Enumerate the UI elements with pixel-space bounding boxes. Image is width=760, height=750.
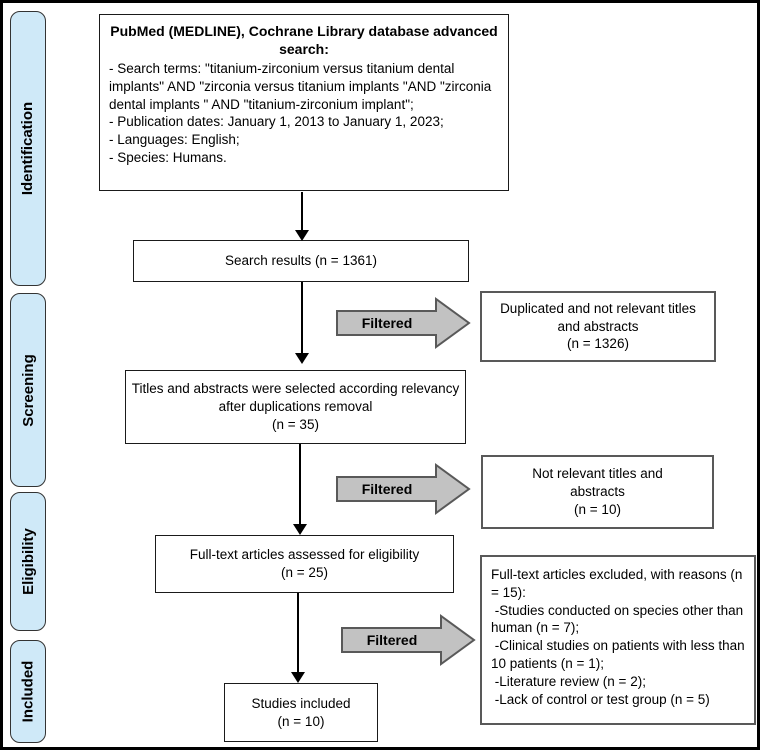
titles-abstracts-count: (n = 35) bbox=[272, 416, 319, 432]
not-relevant-excluded-box: Not relevant titles and abstracts (n = 1… bbox=[481, 455, 714, 529]
arrow-head-icon bbox=[291, 672, 305, 683]
studies-included-box: Studies included (n = 10) bbox=[224, 683, 378, 742]
arrow-head-icon bbox=[295, 230, 309, 241]
database-search-title: PubMed (MEDLINE), Cochrane Library datab… bbox=[110, 23, 498, 58]
excluded-reasons-header: Full-text articles excluded, with reason… bbox=[491, 567, 747, 600]
duplicated-excluded-count: (n = 1326) bbox=[567, 336, 629, 352]
stage-identification-label: Identification bbox=[19, 101, 37, 196]
arrow-line bbox=[298, 444, 302, 525]
stage-included-label: Included bbox=[19, 660, 37, 723]
search-terms-line: - Search terms: "titanium-zirconium vers… bbox=[109, 60, 492, 112]
studies-included-count: (n = 10) bbox=[277, 713, 325, 729]
excluded-reason-control: -Lack of control or test group (n = 5) bbox=[491, 691, 710, 707]
excluded-reason-patients: -Clinical studies on patients with less … bbox=[491, 638, 749, 672]
titles-abstracts-box: Titles and abstracts were selected accor… bbox=[125, 370, 466, 444]
duplicated-excluded-text: Duplicated and not relevant titles and a… bbox=[500, 300, 696, 334]
studies-included-text: Studies included bbox=[251, 695, 351, 711]
stage-eligibility-label: Eligibility bbox=[19, 528, 37, 595]
stage-identification: Identification bbox=[10, 11, 46, 286]
languages-line: - Languages: English; bbox=[109, 132, 240, 148]
arrow-right-icon bbox=[336, 297, 471, 349]
stage-screening-label: Screening bbox=[19, 353, 37, 427]
database-search-box: PubMed (MEDLINE), Cochrane Library datab… bbox=[99, 14, 509, 191]
filtered-arrow-1: Filtered bbox=[336, 297, 471, 349]
filtered-arrow-3: Filtered bbox=[341, 614, 476, 666]
species-line: - Species: Humans. bbox=[109, 150, 227, 165]
filtered-arrow-2: Filtered bbox=[336, 463, 471, 515]
arrow-head-icon bbox=[295, 353, 309, 364]
excluded-reason-review: -Literature review (n = 2); bbox=[491, 673, 646, 689]
fulltext-assessed-text: Full-text articles assessed for eligibil… bbox=[189, 547, 420, 563]
filtered-label: Filtered bbox=[366, 632, 418, 648]
filtered-label: Filtered bbox=[361, 315, 413, 331]
not-relevant-text: Not relevant titles and abstracts bbox=[532, 466, 663, 500]
fulltext-excluded-box: Full-text articles excluded, with reason… bbox=[480, 555, 756, 725]
duplicated-excluded-box: Duplicated and not relevant titles and a… bbox=[480, 291, 716, 362]
arrow-right-icon bbox=[341, 614, 476, 666]
titles-abstracts-text: Titles and abstracts were selected accor… bbox=[131, 381, 460, 415]
stage-screening: Screening bbox=[10, 293, 46, 487]
arrow-line bbox=[300, 192, 304, 231]
arrow-line bbox=[296, 593, 300, 673]
excluded-reason-species: -Studies conducted on species other than… bbox=[491, 602, 747, 636]
fulltext-assessed-count: (n = 25) bbox=[281, 565, 328, 580]
publication-dates-line: - Publication dates: January 1, 2013 to … bbox=[109, 114, 444, 130]
stage-included: Included bbox=[10, 640, 46, 743]
arrow-right-icon bbox=[336, 463, 471, 515]
not-relevant-count: (n = 10) bbox=[574, 501, 621, 517]
filtered-label: Filtered bbox=[361, 481, 413, 497]
arrow-line bbox=[300, 282, 304, 354]
search-results-text: Search results (n = 1361) bbox=[225, 253, 377, 269]
stage-eligibility: Eligibility bbox=[10, 492, 46, 631]
fulltext-assessed-box: Full-text articles assessed for eligibil… bbox=[155, 535, 454, 593]
arrow-head-icon bbox=[293, 524, 307, 535]
search-results-box: Search results (n = 1361) bbox=[133, 240, 469, 282]
